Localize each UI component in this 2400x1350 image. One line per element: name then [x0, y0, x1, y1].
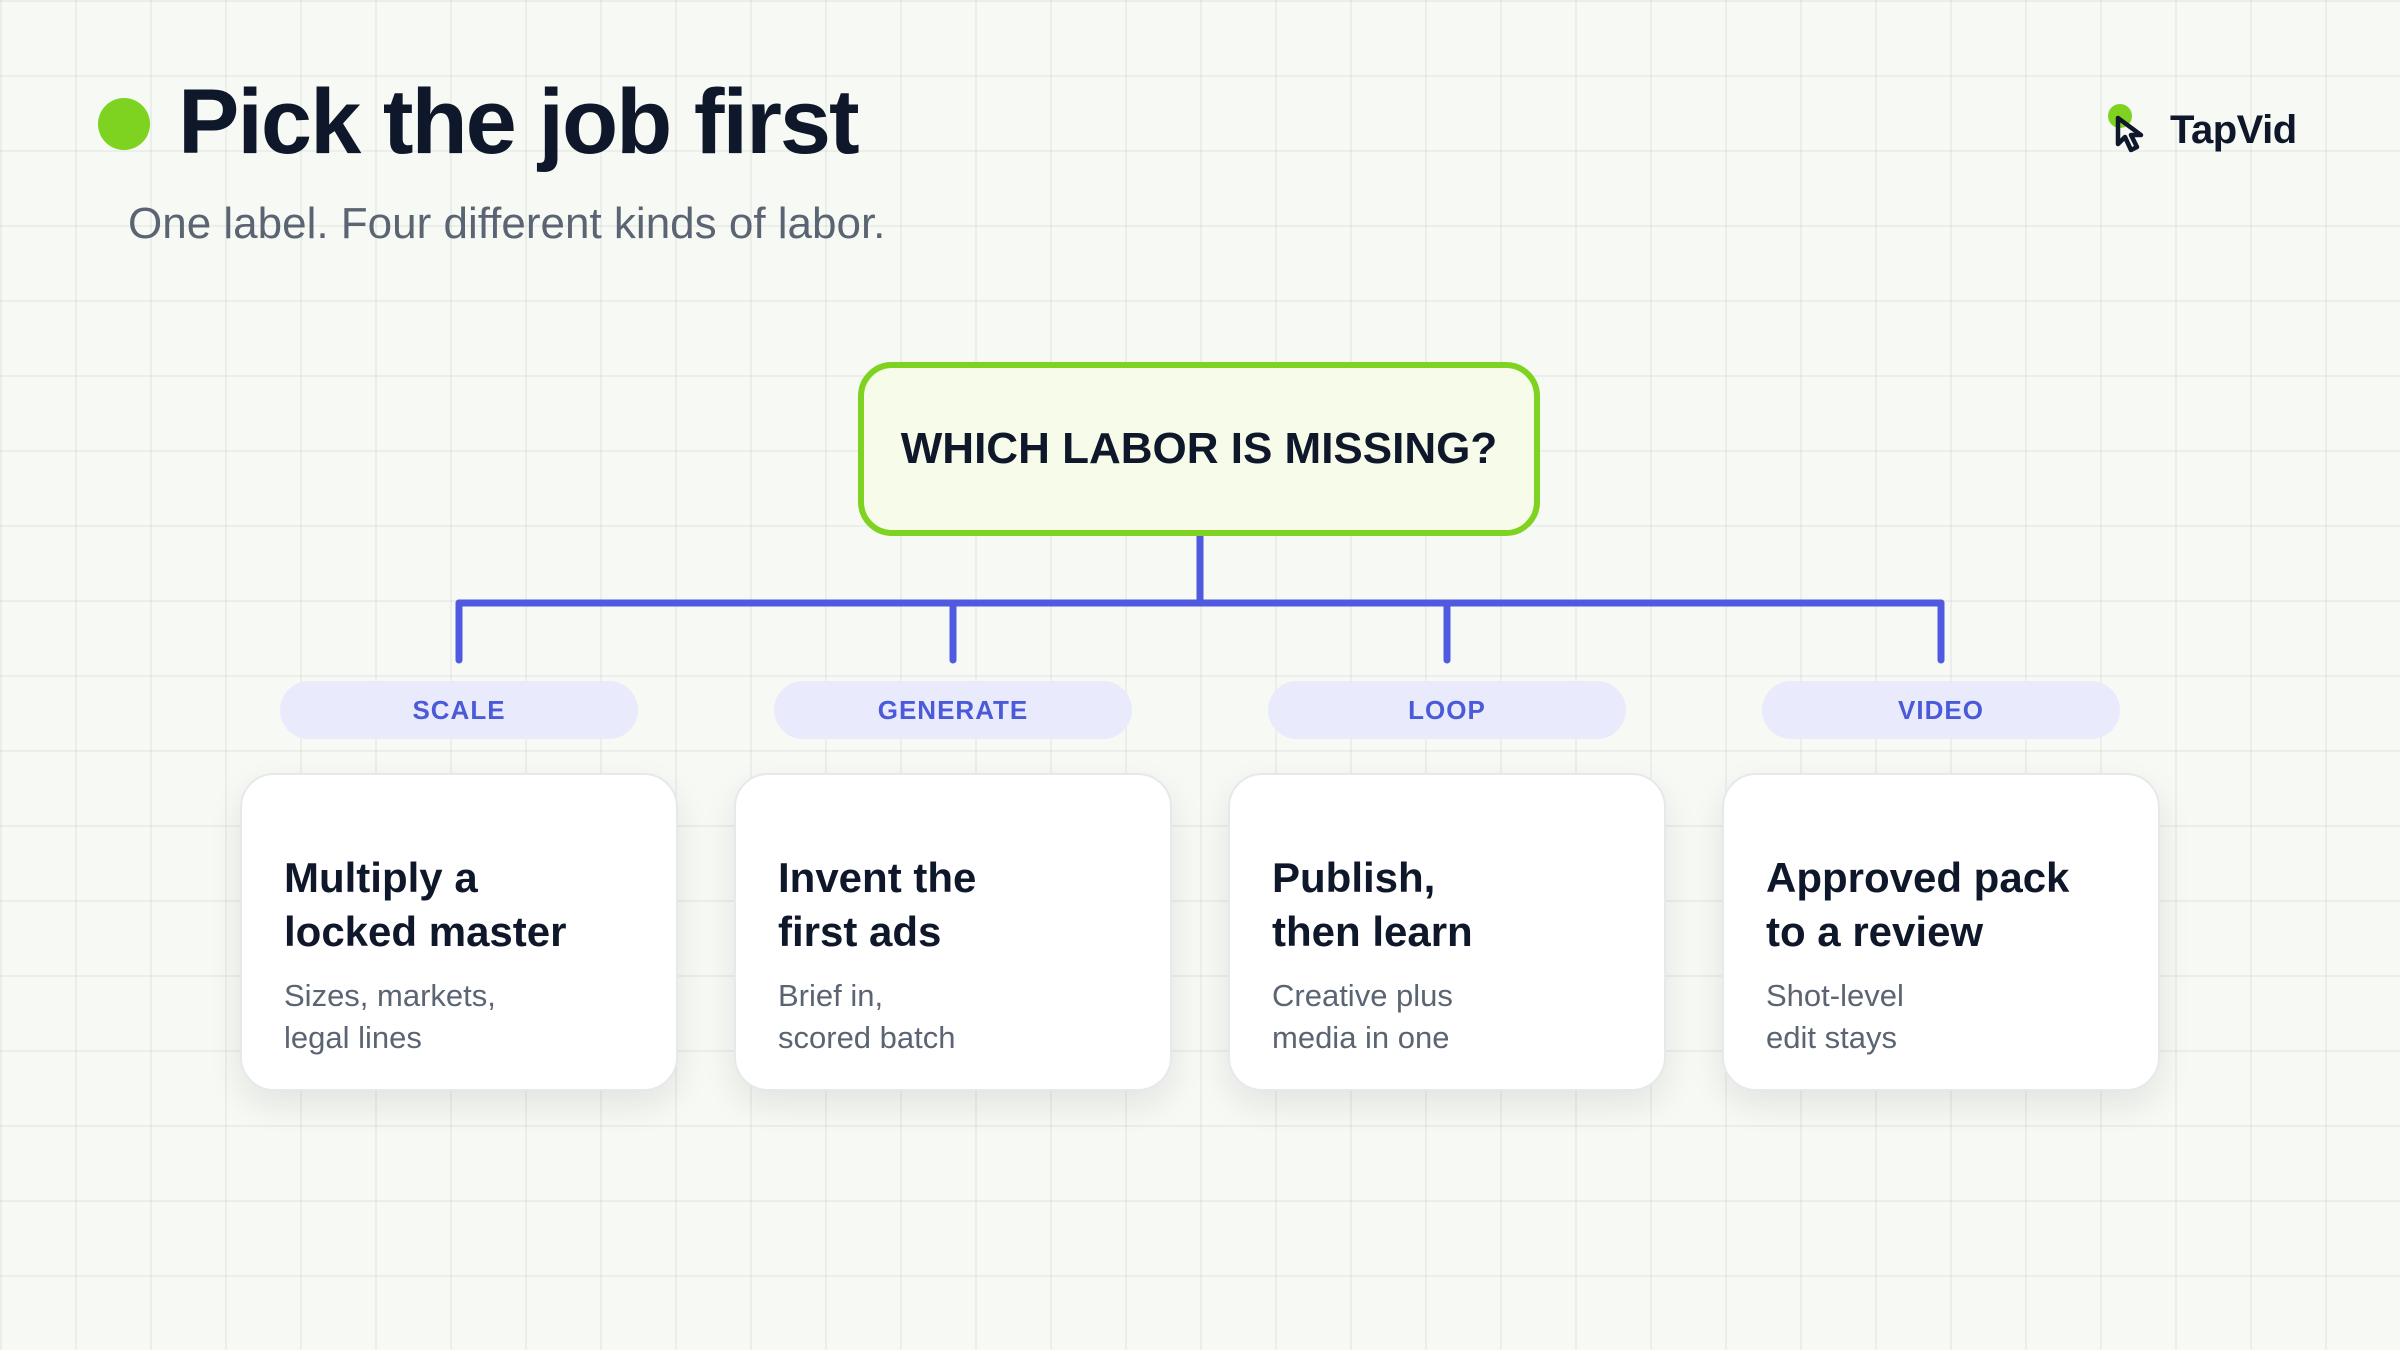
- option-card-scale: Multiply a locked master Sizes, markets,…: [240, 773, 678, 1091]
- card-description: Shot-level edit stays: [1766, 975, 2158, 1059]
- card-title: Publish, then learn: [1272, 851, 1664, 959]
- card-description-line: Brief in,: [778, 978, 884, 1013]
- card-title-line: first ads: [778, 908, 942, 955]
- card-description-line: Creative plus: [1272, 978, 1453, 1013]
- brand-name: TapVid: [2170, 107, 2297, 152]
- category-pill-loop: LOOP: [1268, 681, 1626, 739]
- card-title-line: Invent the: [778, 854, 977, 901]
- card-description-line: legal lines: [284, 1020, 422, 1055]
- card-title-line: Multiply a: [284, 854, 478, 901]
- card-title-line: to a review: [1766, 908, 1984, 955]
- title-bullet-dot: [98, 98, 150, 150]
- brand-logo: TapVid: [2104, 98, 2297, 162]
- card-title-line: Approved pack: [1766, 854, 2070, 901]
- category-pill-generate: GENERATE: [774, 681, 1132, 739]
- card-description-line: scored batch: [778, 1020, 956, 1055]
- card-title: Approved pack to a review: [1766, 851, 2158, 959]
- category-pill-scale: SCALE: [280, 681, 638, 739]
- option-card-loop: Publish, then learn Creative plus media …: [1228, 773, 1666, 1091]
- card-description-line: media in one: [1272, 1020, 1450, 1055]
- option-card-video: Approved pack to a review Shot-level edi…: [1722, 773, 2160, 1091]
- card-description: Brief in, scored batch: [778, 975, 1170, 1059]
- tap-cursor-icon: [2108, 104, 2144, 153]
- card-title-line: locked master: [284, 908, 567, 955]
- card-description: Sizes, markets, legal lines: [284, 975, 676, 1059]
- card-description-line: Shot-level: [1766, 978, 1904, 1013]
- root-question-box: WHICH LABOR IS MISSING?: [858, 362, 1540, 536]
- card-description-line: edit stays: [1766, 1020, 1897, 1055]
- page-subtitle: One label. Four different kinds of labor…: [128, 199, 886, 248]
- category-pill-video: VIDEO: [1762, 681, 2120, 739]
- card-description-line: Sizes, markets,: [284, 978, 496, 1013]
- page-title: Pick the job first: [178, 71, 860, 173]
- option-card-generate: Invent the first ads Brief in, scored ba…: [734, 773, 1172, 1091]
- card-title: Invent the first ads: [778, 851, 1170, 959]
- card-title: Multiply a locked master: [284, 851, 676, 959]
- card-description: Creative plus media in one: [1272, 975, 1664, 1059]
- card-title-line: Publish,: [1272, 854, 1436, 901]
- card-title-line: then learn: [1272, 908, 1473, 955]
